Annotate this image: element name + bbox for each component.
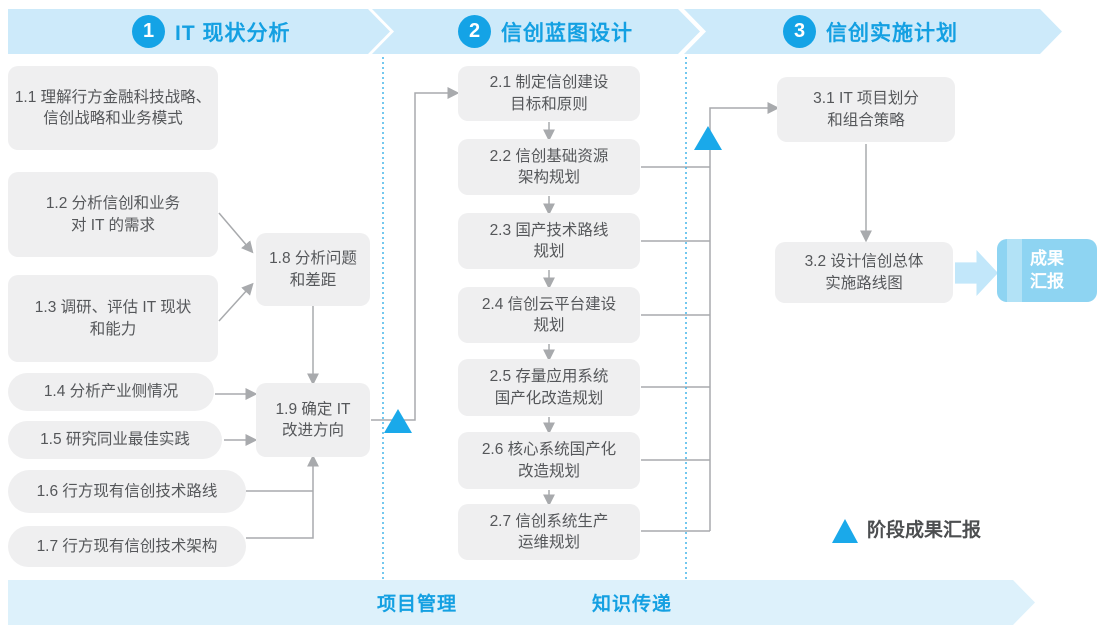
footer-project-management-label: 项目管理 xyxy=(377,594,458,615)
milestone-triangle-phase1-icon xyxy=(384,409,412,433)
step-box-3-1: 3.1 IT 项目划分 和组合策略 xyxy=(777,77,955,142)
step-box-1-1: 1.1 理解行方金融科技战略、 信创战略和业务模式 xyxy=(8,66,218,150)
result-box-stripe xyxy=(1007,239,1022,302)
step-box-2-7: 2.7 信创系统生产 运维规划 xyxy=(458,504,640,560)
legend: 阶段成果汇报 xyxy=(832,518,981,543)
step-box-1-6: 1.6 行方现有信创技术路线 xyxy=(8,470,246,513)
footer-band: 项目管理 知识传递 xyxy=(8,580,1035,625)
phase-1-number-badge: 1 xyxy=(132,15,165,48)
step-box-2-6: 2.6 核心系统国产化 改造规划 xyxy=(458,432,640,489)
step-box-2-3: 2.3 国产技术路线 规划 xyxy=(458,213,640,269)
step-box-3-2: 3.2 设计信创总体 实施路线图 xyxy=(775,242,953,303)
step-box-1-7: 1.7 行方现有信创技术架构 xyxy=(8,526,246,567)
phase-1-header: 1 IT 现状分析 xyxy=(8,9,390,54)
result-report-box: 成果 汇报 xyxy=(997,239,1097,302)
step-box-1-5: 1.5 研究同业最佳实践 xyxy=(8,421,222,459)
footer-knowledge-transfer-label: 知识传递 xyxy=(592,594,673,615)
step-box-1-4: 1.4 分析产业侧情况 xyxy=(8,373,214,411)
phase-3-title: 信创实施计划 xyxy=(826,21,958,45)
result-report-label: 成果 汇报 xyxy=(1030,248,1064,291)
phase-2-title: 信创蓝图设计 xyxy=(501,21,633,45)
step-box-2-5: 2.5 存量应用系统 国产化改造规划 xyxy=(458,359,640,416)
legend-triangle-icon xyxy=(832,519,858,543)
phase-2-header: 2 信创蓝图设计 xyxy=(372,9,700,54)
milestone-triangle-phase2-icon xyxy=(694,126,722,150)
phase-3-number-badge: 3 xyxy=(783,15,816,48)
step-box-1-9: 1.9 确定 IT 改进方向 xyxy=(256,383,370,457)
step-box-1-3: 1.3 调研、评估 IT 现状 和能力 xyxy=(8,275,218,362)
legend-label: 阶段成果汇报 xyxy=(867,520,982,541)
step-box-1-8: 1.8 分析问题 和差距 xyxy=(256,233,370,306)
step-box-2-4: 2.4 信创云平台建设 规划 xyxy=(458,287,640,343)
result-arrow-icon xyxy=(955,250,998,296)
step-box-2-1: 2.1 制定信创建设 目标和原则 xyxy=(458,66,640,121)
phase-1-title: IT 现状分析 xyxy=(175,21,291,45)
step-box-2-2: 2.2 信创基础资源 架构规划 xyxy=(458,139,640,195)
step-box-1-2: 1.2 分析信创和业务 对 IT 的需求 xyxy=(8,172,218,257)
phase-2-number-badge: 2 xyxy=(458,15,491,48)
phase-3-header: 3 信创实施计划 xyxy=(684,9,1062,54)
